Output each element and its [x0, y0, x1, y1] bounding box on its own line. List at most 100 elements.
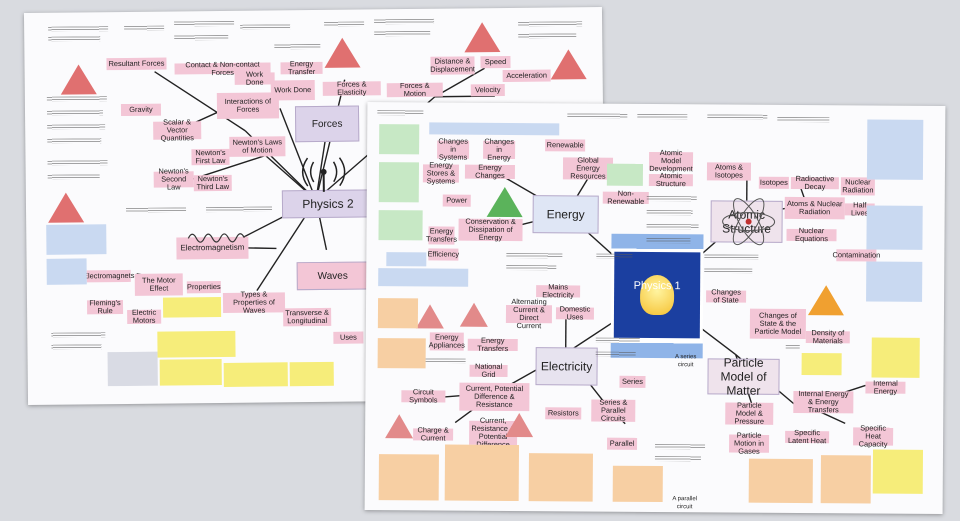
- contamination-label: Contamination: [832, 249, 881, 262]
- acceleration-label: Acceleration: [502, 69, 551, 83]
- atomic-model-development-label: Atomic Model Development: [648, 148, 694, 174]
- nuclear-equations-label: Nuclear Equations: [786, 226, 837, 243]
- wave-uses-note-box: [289, 361, 334, 387]
- red-triangle-icon: [550, 49, 587, 80]
- internal-energy-transfers-label: Internal Energy & Energy Transfers: [793, 389, 854, 414]
- parallel-label: Parallel: [607, 437, 638, 450]
- magnetism-note-box: [46, 224, 107, 255]
- wave-direction-note-box: [223, 362, 288, 387]
- wave-energy-note-box: [159, 358, 222, 386]
- particle-model-pressure-label: Particle Model & Pressure: [725, 401, 774, 426]
- mains-electricity-label: Mains Electricity: [536, 282, 581, 299]
- energy-changes-label: Energy Changes: [464, 163, 515, 180]
- power-label: Power: [442, 194, 471, 207]
- physics-1-hub: Physics 1: [633, 279, 681, 293]
- parallel-circuit-caption: A parallel circuit: [672, 496, 698, 511]
- internal-energy-small-label: Internal Energy: [865, 379, 906, 396]
- newtons-second-law-label: Newton's Second Law: [153, 166, 194, 192]
- ac-dc-label: Alternating Current & Direct Current: [505, 297, 553, 330]
- atoms-nuclear-radiation-label: Atoms & Nuclear Radiation: [784, 196, 845, 220]
- energy-transfers-small-label: Energy Transfers: [425, 226, 457, 245]
- series-label: Series: [619, 375, 646, 388]
- electricity-topic-hub: Electricity: [535, 347, 598, 386]
- current-potential-resistance-label: Current, Potential Difference & Resistan…: [459, 382, 530, 412]
- red-triangle-icon: [415, 304, 445, 329]
- speed-label: Speed: [480, 55, 511, 69]
- forces-elasticity-label: Forces & Elasticity: [322, 79, 381, 97]
- green-triangle-icon: [486, 186, 523, 218]
- scalar-vector-label: Scalar & Vector Quantities: [153, 117, 202, 143]
- waves-topic-hub: Waves: [296, 261, 369, 291]
- efficiency-equation-box: [378, 268, 469, 287]
- resultant-forces-label: Resultant Forces: [106, 57, 167, 71]
- specific-latent-heat-label: Specific Latent Heat: [785, 428, 830, 445]
- broadcast-wave-icon: [301, 157, 346, 192]
- atom-icon: [722, 198, 776, 246]
- newtons-third-law-label: Newton's Third Law: [193, 174, 232, 192]
- renewable-label: Renewable: [545, 139, 586, 152]
- orange-triangle-icon: [807, 285, 845, 316]
- particle-model-hub: Particle Model of Matter: [707, 355, 780, 398]
- radioactive-decay-label: Radioactive Decay: [790, 174, 839, 191]
- atoms-isotopes-label: Atoms & Isotopes: [706, 162, 752, 181]
- electric-motors-label: Electric Motors: [127, 308, 162, 325]
- density-label: Density of Materials: [805, 328, 850, 345]
- parallel-note-box: [612, 465, 663, 503]
- changes-in-energy-label: Changes in Energy: [483, 136, 516, 162]
- national-grid-label: National Grid: [469, 362, 508, 379]
- interactions-of-forces-label: Interactions of Forces: [216, 92, 280, 120]
- heating-graph-note-box: [871, 337, 920, 378]
- energy-stores-note-box: [379, 124, 420, 155]
- isotopes-label: Isotopes: [758, 176, 789, 189]
- transverse-longitudinal-label: Transverse & Longitudinal: [283, 307, 332, 327]
- particle-motion-gases-label: Particle Motion in Gases: [728, 431, 770, 456]
- series-circuit-caption: A series circuit: [674, 354, 697, 369]
- red-triangle-icon: [459, 302, 489, 327]
- gravity-label: Gravity: [120, 103, 162, 117]
- electromagnets-label: Electromagnets: [83, 269, 135, 283]
- radiation-note-box: [866, 119, 924, 180]
- atomic-structure-small-label: Atomic Structure: [648, 171, 693, 188]
- heat-capacity-graph-box: [872, 449, 924, 494]
- resistors-label: Resistors: [545, 407, 582, 420]
- resources-note-box: [606, 163, 644, 186]
- magnetic-field-note-box: [46, 258, 87, 285]
- nuclear-radiation-label: Nuclear Radiation: [840, 177, 875, 196]
- changes-of-state-small-label: Changes of State: [706, 287, 747, 305]
- mains-note-box: [377, 338, 426, 369]
- non-renewable-label: Non-Renewable: [602, 189, 649, 206]
- changes-in-systems-label: Changes in Systems: [437, 136, 470, 162]
- energy-appliances-label: Energy Appliances: [428, 332, 465, 351]
- forces-topic-hub: Forces: [294, 105, 360, 143]
- global-energy-resources-label: Global Energy Resources: [562, 155, 614, 181]
- specific-heat-capacity-label: Specific Heat Capacity: [853, 423, 894, 449]
- current-note-box: [444, 444, 520, 502]
- red-triangle-icon: [505, 412, 534, 438]
- work-done-label-2: Work Done: [270, 79, 315, 101]
- conservation-dissipation-label: Conservation & Dissipation of Energy: [458, 217, 523, 242]
- efficiency-note-box: [386, 252, 427, 267]
- red-triangle-icon: [464, 22, 501, 53]
- velocity-label: Velocity: [470, 84, 505, 97]
- newtons-first-law-label: Newton's First Law: [191, 148, 230, 166]
- efficiency-label: Efficiency: [427, 248, 460, 261]
- density-note-box: [801, 353, 842, 376]
- resistance-note-box: [528, 453, 593, 502]
- energy-equation-strip: [429, 122, 560, 136]
- charge-note-box: [378, 454, 439, 501]
- red-triangle-icon: [47, 192, 85, 223]
- energy-topic-hub: Energy: [532, 195, 599, 234]
- coil-icon: [187, 233, 245, 243]
- energy-systems-note-box: [378, 162, 420, 203]
- wave-frequency-note-box: [157, 330, 236, 358]
- half-life-note-box: [866, 205, 923, 250]
- physics-1-mindmap-sheet: Physics 1 Energy Energy Changes Global E…: [364, 101, 946, 515]
- uses-label: Uses: [333, 331, 364, 344]
- domestic-uses-label: Domestic Uses: [555, 304, 595, 321]
- charge-current-label: Charge & Current: [413, 425, 454, 443]
- forces-motion-label: Forces & Motion: [386, 81, 443, 98]
- red-triangle-icon: [60, 64, 97, 95]
- series-parallel-label: Series & Parallel Circuits: [591, 398, 636, 423]
- circuit-symbols-label: Circuit Symbols: [401, 387, 446, 404]
- gas-pressure-note-box: [748, 458, 813, 504]
